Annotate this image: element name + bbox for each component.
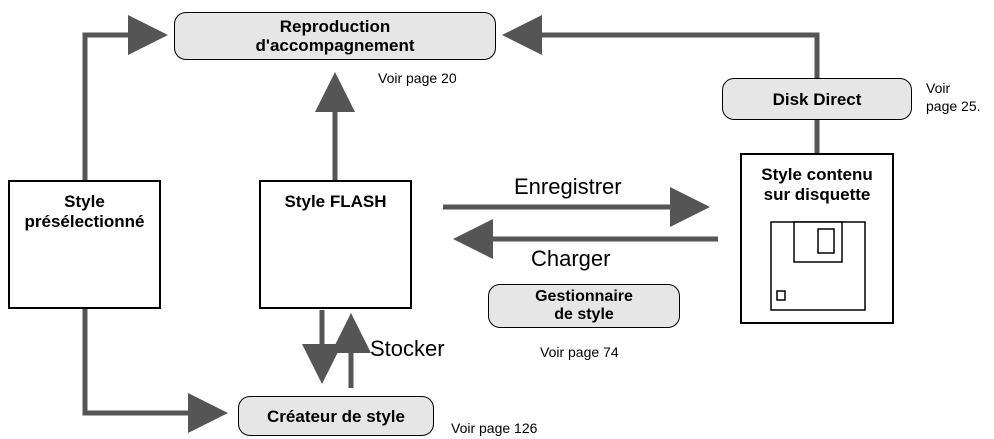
style-disquette-node: Style contenu sur disquette xyxy=(740,153,894,324)
reproduction-line1: Reproduction xyxy=(279,17,391,36)
disk-direct-label: Disk Direct xyxy=(772,89,862,109)
createur-node: Créateur de style xyxy=(238,396,434,436)
style-preselect-line2: présélectionné xyxy=(24,212,145,231)
arrow-preselect-to-createur xyxy=(82,309,228,433)
gestionnaire-line2: de style xyxy=(554,306,614,323)
gestionnaire-page-ref: Voir page 74 xyxy=(540,344,619,360)
reproduction-line2: d'accompagnement xyxy=(255,36,415,55)
reproduction-node: Reproduction d'accompagnement xyxy=(174,12,496,60)
disk-direct-node: Disk Direct xyxy=(722,78,912,120)
disk-direct-page-ref-2: page 25. xyxy=(926,98,981,114)
gestionnaire-line1: Gestionnaire xyxy=(535,288,633,305)
createur-label: Créateur de style xyxy=(267,406,405,426)
stocker-label: Stocker xyxy=(370,336,445,361)
arrow-diskdirect-to-reproduction xyxy=(502,15,820,80)
style-disquette-line1: Style contenu xyxy=(761,165,873,184)
createur-page-ref: Voir page 126 xyxy=(451,420,538,436)
disk-direct-page-ref-1: Voir xyxy=(926,80,951,96)
style-flash-node: Style FLASH xyxy=(259,180,412,309)
enregistrer-label: Enregistrer xyxy=(514,174,622,199)
style-preselect-node: Style présélectionné xyxy=(8,180,161,309)
style-flash-label: Style FLASH xyxy=(284,192,387,211)
gestionnaire-node: Gestionnaire de style xyxy=(488,284,680,328)
charger-label: Charger xyxy=(531,246,611,271)
floppy-disk-icon xyxy=(770,221,866,311)
reproduction-page-ref: Voir page 20 xyxy=(378,70,457,86)
arrow-preselect-to-reproduction xyxy=(82,15,168,180)
style-disquette-line2: sur disquette xyxy=(763,185,871,204)
style-preselect-line1: Style xyxy=(64,192,105,211)
